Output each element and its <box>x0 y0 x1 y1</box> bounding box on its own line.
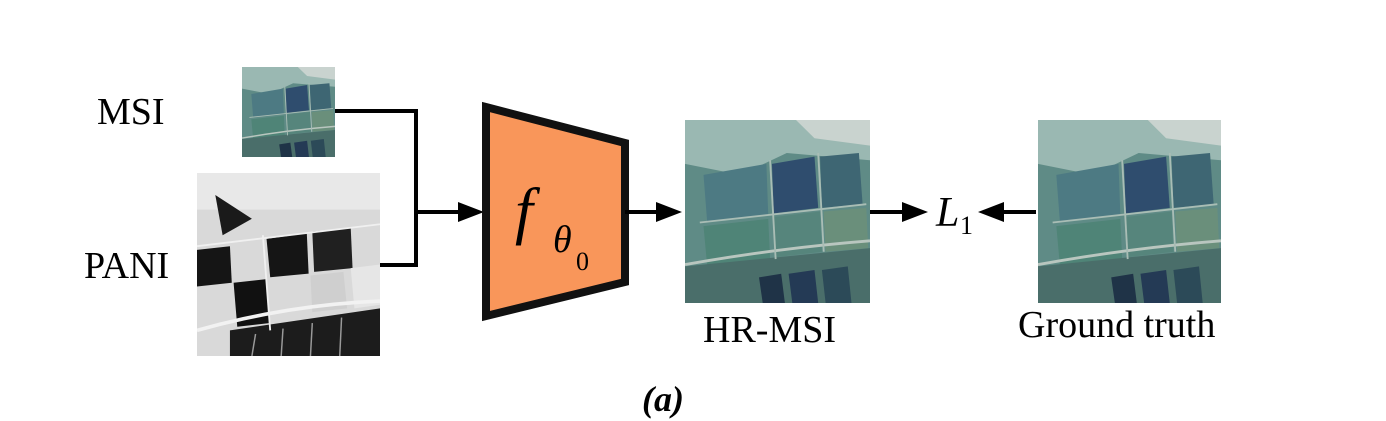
arrow-to-network <box>458 202 484 222</box>
arrow-to-hr-msi <box>656 202 682 222</box>
loss-label: L <box>935 190 959 236</box>
pan-label: PANI <box>84 245 169 287</box>
msi-image <box>242 67 335 157</box>
loss-subscript: 1 <box>960 211 973 240</box>
network-theta-subscript: θ <box>553 219 572 261</box>
caption: (a) <box>642 379 684 419</box>
arrow-to-loss <box>902 202 928 222</box>
ground-truth-image <box>1038 120 1221 303</box>
hr-msi-label: HR-MSI <box>703 309 836 351</box>
network-zero-subscript: 0 <box>576 247 589 276</box>
hr-msi-image <box>685 120 870 303</box>
pan-image <box>197 173 380 356</box>
msi-label: MSI <box>97 91 165 133</box>
arrow-from-ground-truth <box>978 202 1004 222</box>
network-block <box>486 107 625 316</box>
ground-truth-label: Ground truth <box>1018 304 1215 346</box>
